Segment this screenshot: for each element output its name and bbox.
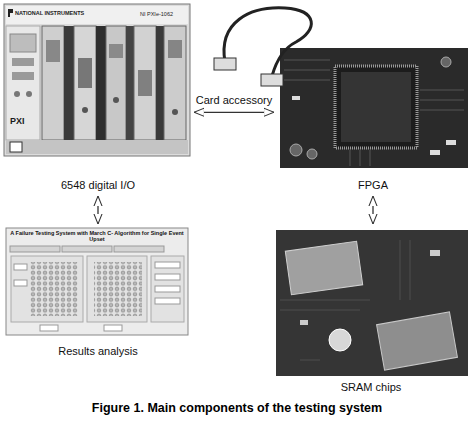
photo-panel: 6548 digital I/O	[4, 4, 192, 194]
vendor-logo	[8, 9, 13, 17]
controller-port	[12, 58, 34, 66]
fpga-board	[280, 48, 468, 168]
photo-label: PXI	[10, 116, 38, 126]
controller-port	[12, 72, 34, 80]
controller-port	[10, 34, 36, 52]
photo-label: NI PXIe-1062	[140, 11, 186, 17]
slot-filler	[156, 26, 164, 140]
node-label: FPGA	[358, 179, 388, 192]
cable-connector	[214, 58, 236, 70]
chassis-body	[4, 4, 190, 156]
smd-part	[430, 250, 440, 256]
fpga-chip	[341, 72, 411, 142]
fpga-board-photo	[280, 48, 468, 168]
input-field	[14, 280, 27, 286]
app-window	[6, 228, 188, 335]
io-module	[106, 26, 126, 140]
module-connector	[168, 40, 182, 58]
edge-label: Card accessory	[194, 94, 274, 107]
node-label: 6548 digital I/O	[61, 179, 135, 192]
sram-chip	[377, 312, 458, 370]
input-field	[155, 262, 180, 268]
sram-board	[276, 230, 468, 376]
smd-part	[292, 96, 300, 100]
sram-chip	[285, 241, 362, 295]
photo-panel: SRAM chips	[272, 226, 470, 396]
cable-connector	[261, 74, 283, 86]
cable-wire	[224, 8, 311, 76]
module-jack	[82, 107, 88, 113]
controller-panel	[6, 26, 40, 140]
pxi-chassis	[4, 4, 190, 156]
node-label: SRAM chips	[341, 381, 402, 394]
double-arrow	[194, 112, 274, 113]
grid-panel	[11, 256, 83, 322]
results-panel	[151, 256, 184, 322]
results-screenshot	[6, 228, 188, 335]
app-tab	[62, 246, 112, 252]
app-tab	[10, 246, 60, 252]
module-jack	[172, 109, 178, 115]
slot-filler	[96, 26, 106, 140]
io-module	[134, 26, 156, 140]
input-field	[40, 325, 58, 331]
smd-part	[430, 150, 440, 155]
input-field	[155, 286, 180, 292]
edge-group	[98, 112, 373, 224]
node-label: Results analysis	[58, 345, 137, 358]
capacitor	[290, 144, 302, 156]
module-connector	[109, 44, 123, 58]
chassis-bottom-bar	[6, 140, 188, 154]
cable-accessory	[214, 8, 311, 86]
double-arrow	[372, 196, 373, 224]
io-module	[42, 26, 64, 140]
controller-led	[14, 91, 20, 97]
photo-label: NATIONAL INSTRUMENTS	[15, 10, 105, 16]
input-field	[155, 298, 180, 304]
slot-filler	[126, 26, 134, 140]
input-field	[155, 274, 180, 280]
figure-caption: Figure 1. Main components of the testing…	[0, 401, 474, 416]
photo-panel: FPGA	[276, 4, 470, 194]
module-jack	[113, 97, 119, 103]
sram-board-photo	[276, 230, 468, 376]
node-caption-group: 6548 digital I/O	[4, 179, 192, 192]
module-connector	[78, 58, 92, 88]
fpga-chip-pins	[335, 66, 417, 148]
board-traces	[284, 60, 464, 166]
app-tab	[114, 246, 164, 252]
module-connector	[46, 40, 60, 62]
power-button	[10, 142, 22, 152]
led-grid	[94, 262, 142, 316]
capacitor	[307, 149, 317, 159]
capacitor	[441, 57, 451, 67]
double-arrow	[97, 196, 98, 224]
module-connector	[138, 70, 152, 96]
node-caption-group: FPGA	[276, 179, 470, 192]
controller-led	[26, 91, 32, 97]
io-module	[164, 26, 186, 140]
chassis-top-bar	[6, 6, 188, 24]
node-caption-group: SRAM chips	[272, 381, 470, 394]
input-field	[104, 325, 122, 331]
photo-label: A Failure Testing System with March C- A…	[10, 230, 184, 243]
smd-part	[446, 140, 456, 145]
input-field	[14, 264, 27, 270]
photo-panel: Results analysis	[4, 226, 192, 360]
io-module	[74, 26, 96, 140]
grid-panel	[87, 256, 147, 322]
slot-filler	[64, 26, 74, 140]
smd-part	[300, 320, 308, 325]
coin-cell	[329, 329, 351, 351]
node-caption-group: Results analysis	[4, 345, 192, 358]
led-grid	[30, 262, 78, 316]
